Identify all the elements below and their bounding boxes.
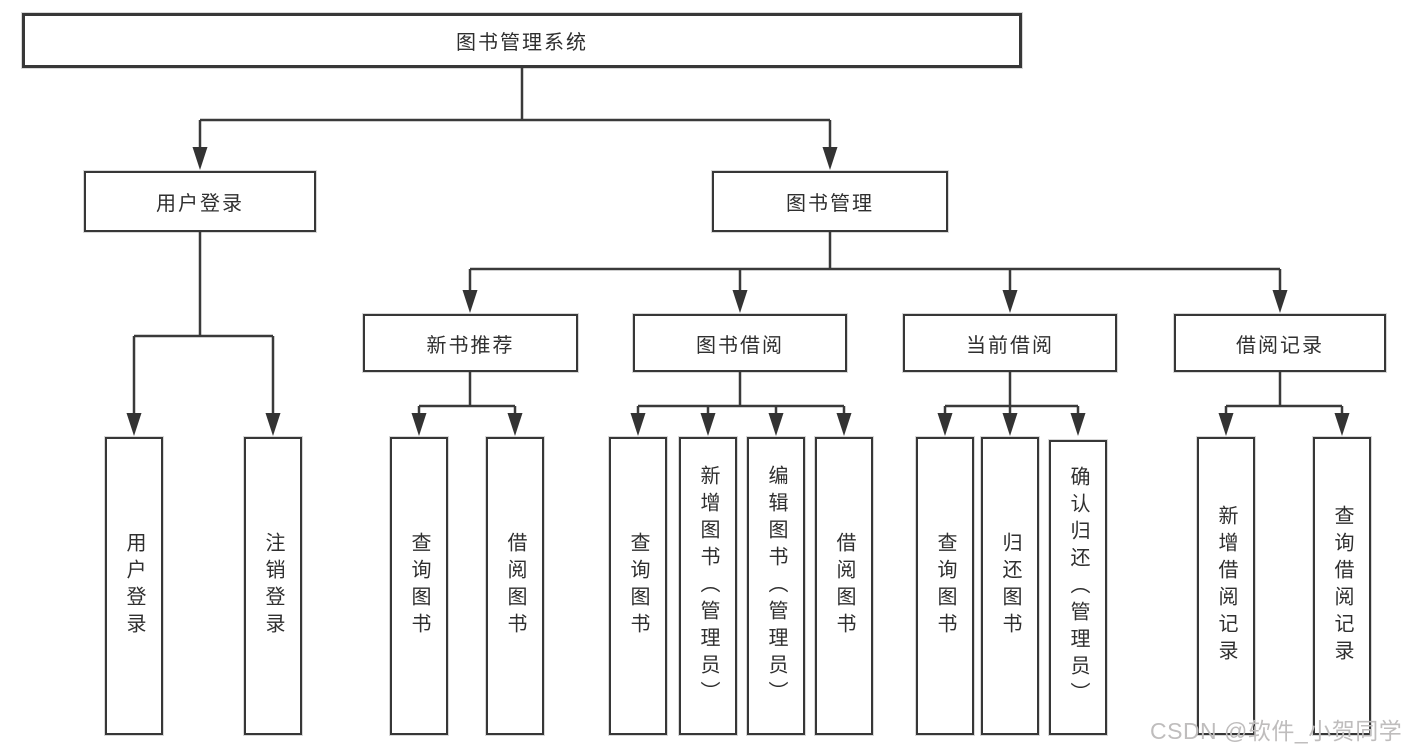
node-current-borrow: 当前借阅 [903,314,1117,372]
leaf-bb-edit-books-admin: 编辑图书（管理员） [747,437,805,735]
leaf-logout: 注销登录 [244,437,302,735]
leaf-rec-query-books: 查询图书 [390,437,448,735]
node-user-login: 用户登录 [84,171,316,232]
connector-currentborrow-to-leaves [937,372,1086,436]
connector-newbookrec-to-leaves [411,372,523,436]
leaf-cb-query-books: 查询图书 [916,437,974,735]
connector-userlogin-to-leaves [126,232,281,436]
connector-root-to-level2 [192,68,838,170]
connector-borrowrecords-to-leaves [1218,372,1350,436]
node-new-book-rec: 新书推荐 [363,314,578,372]
csdn-watermark: CSDN @软件_小贺同学 [1150,718,1403,744]
leaf-rec-borrow-books: 借阅图书 [486,437,544,735]
node-book-borrow: 图书借阅 [633,314,847,372]
leaf-user-login: 用户登录 [105,437,163,735]
leaf-bb-borrow-books: 借阅图书 [815,437,873,735]
leaf-bb-query-books: 查询图书 [609,437,667,735]
leaf-cb-confirm-return-admin: 确认归还（管理员） [1049,440,1107,735]
leaf-br-query-record: 查询借阅记录 [1313,437,1371,735]
node-book-mgmt: 图书管理 [712,171,948,232]
connector-bookmgmt-to-level3 [462,232,1288,313]
node-borrow-records: 借阅记录 [1174,314,1386,372]
leaf-cb-return-books: 归还图书 [981,437,1039,735]
connector-bookborrow-to-leaves [630,372,852,436]
leaf-bb-add-books-admin: 新增图书（管理员） [679,437,737,735]
node-root: 图书管理系统 [22,13,1022,68]
leaf-br-add-record: 新增借阅记录 [1197,437,1255,735]
